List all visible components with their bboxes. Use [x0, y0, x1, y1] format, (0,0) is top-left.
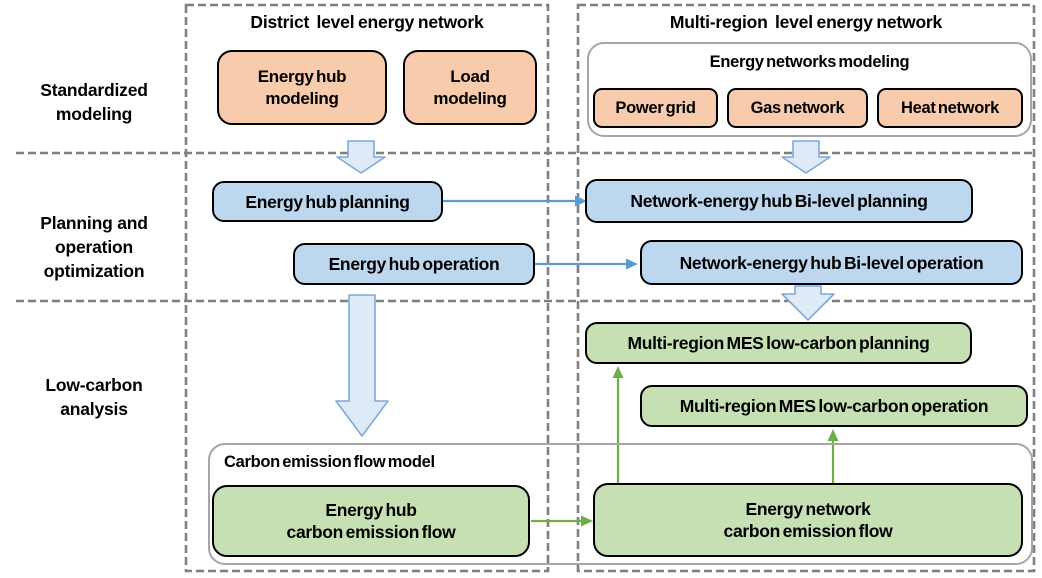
box-line: Energy hub [257, 66, 347, 86]
row-label-low-carbon-analysis: Low-carbon analysis [45, 375, 143, 419]
row-label-planning-operation-optimization: Planning and operation optimization [40, 213, 148, 281]
box-line: carbon emission flow [723, 521, 893, 541]
box-line: Energy network [745, 499, 871, 519]
carbon-emission-flow-model-container [208, 443, 1033, 565]
box-line: Energy hub [325, 500, 417, 520]
row-label-standardized-modeling: Standardized modeling [40, 80, 148, 124]
arrowhead-mes-operation-icon [827, 429, 839, 441]
box-energy-network-carbon-emission-flow: Energy network carbon emission flow [593, 483, 1023, 557]
box-line: carbon emission flow [286, 522, 456, 542]
box-network-energy-hub-bilevel-operation: Network-energy hub Bi-level operation [640, 240, 1023, 285]
box-load-modeling: Load modeling [403, 50, 537, 125]
district-panel-border [184, 3, 550, 573]
box-energy-hub-carbon-emission-flow: Energy hub carbon emission flow [212, 485, 530, 557]
down-arrow-multiregion-modeling-icon [781, 140, 831, 174]
down-arrow-bilevel-to-lowcarbon-icon [781, 285, 835, 321]
box-energy-hub-planning: Energy hub planning [212, 181, 443, 222]
box-line: Load [450, 66, 490, 86]
box-power-grid: Power grid [593, 88, 718, 128]
energy-networks-modeling-container [587, 42, 1032, 137]
multiregion-panel-title: Multi-region level energy network [669, 12, 943, 32]
box-network-energy-hub-bilevel-planning: Network-energy hub Bi-level planning [585, 179, 973, 223]
district-panel-title: District level energy network [250, 12, 484, 32]
box-gas-network: Gas network [727, 88, 868, 128]
box-energy-hub-modeling: Energy hub modeling [217, 50, 387, 125]
box-multiregion-mes-lowcarbon-operation: Multi-region MES low-carbon operation [640, 385, 1028, 427]
box-multiregion-mes-lowcarbon-planning: Multi-region MES low-carbon planning [585, 322, 972, 364]
arrowhead-hubcef-icon [581, 515, 593, 527]
carbon-emission-flow-model-title: Carbon emission flow model [224, 453, 435, 471]
box-energy-hub-operation: Energy hub operation [293, 243, 535, 285]
down-arrow-hub-operation-to-cef-icon [335, 294, 389, 437]
down-arrow-district-modeling-icon [336, 140, 386, 174]
box-heat-network: Heat network [877, 88, 1023, 128]
arrowhead-hub-operation-icon [626, 258, 638, 270]
arrowhead-mes-planning-icon [612, 366, 624, 378]
energy-networks-modeling-title: Energy networks modeling [709, 53, 910, 71]
box-line: modeling [433, 88, 507, 108]
box-line: modeling [265, 88, 339, 108]
arrowhead-hub-planning-icon [575, 195, 587, 207]
multiregion-panel-border [576, 3, 1036, 573]
